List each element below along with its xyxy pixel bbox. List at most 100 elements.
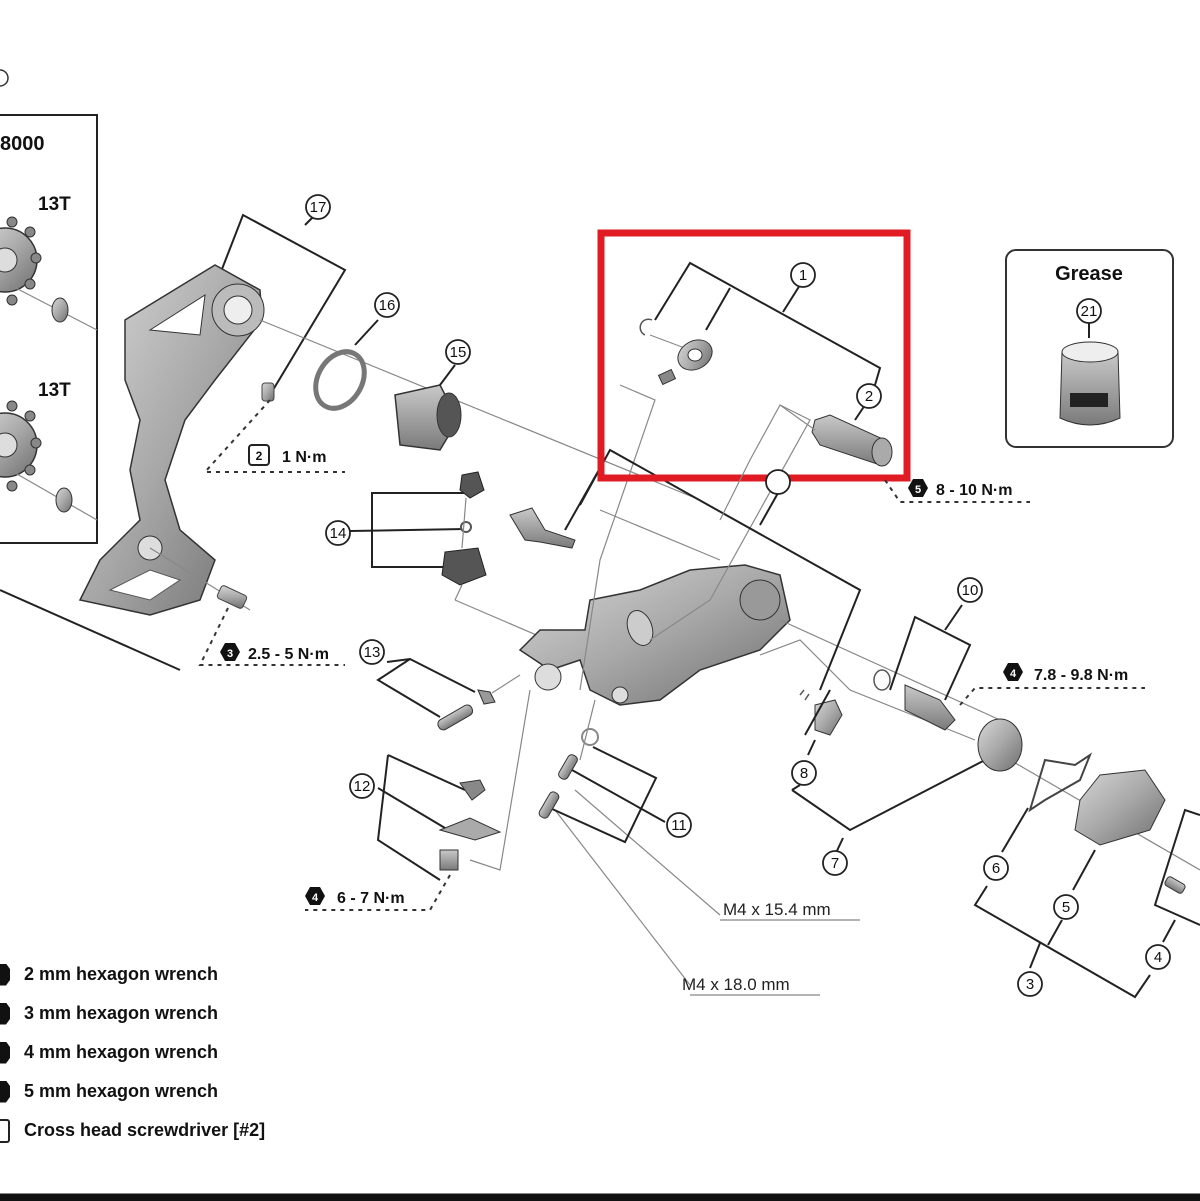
o-ring-icon [873,669,891,691]
tool-legend: 2 mm hexagon wrench 3 mm hexagon wrench … [0,955,265,1150]
callout-21: 21 [1076,298,1102,324]
callout-circle [1053,894,1079,920]
plate-washer-icon [438,817,502,841]
highlight-box [597,229,911,482]
callout-number: 2 [865,388,873,405]
torque-spec-pulley-bolt: 3 2.5 - 5 N·m [198,607,345,666]
torque-spec-10: 4 7.8 - 9.8 N·m [959,663,1145,706]
callout-10: 10 [957,577,983,603]
callout-number: 10 [962,582,979,599]
callout-5: 5 [1053,894,1079,920]
callout-number: 15 [450,344,467,361]
pin-icon [437,704,474,731]
gasket-icon [1028,752,1093,813]
hex-wrench-icon [908,479,928,497]
callout-number: 12 [354,778,371,795]
callout-number: 8 [800,765,808,782]
callout-group-3-upper [579,448,862,691]
callout-15: 15 [445,339,471,365]
cover-screw-icon [1164,876,1186,894]
pulley-label-bottom: 13T [38,380,71,401]
callout-group-11 [538,728,666,844]
callout-1: 1 [790,262,816,288]
o-ring-icon [460,521,472,533]
pulley-washer-icon [51,297,69,323]
callout-7: 7 [822,850,848,876]
callout-number: 3 [1026,976,1034,993]
torque-value: 8 - 10 N·m [936,482,1012,499]
torque-spec-2: 5 8 - 10 N·m [884,479,1030,503]
hex-wrench-icon [0,963,10,986]
callout-circle [349,773,375,799]
callout-circle [790,262,816,288]
partial-callout-icon [0,69,9,87]
torque-spec-12: 4 6 - 7 N·m [305,874,451,911]
hex-wrench-icon [0,1041,10,1064]
clutch-unit-icon [977,718,1023,772]
torque-value: 7.8 - 9.8 N·m [1034,667,1128,684]
torque-spec-17: 2 1 N·m [202,399,345,473]
screw-spec-15-4: M4 x 15.4 mm [723,900,831,919]
callout-17: 17 [305,194,331,220]
callout-number: 14 [330,525,347,542]
torque-value: 1 N·m [282,449,326,466]
return-spring-icon [394,364,462,451]
callout-16: 16 [374,292,400,318]
callout-circle [325,520,351,546]
screw-icon [558,754,578,780]
callout-number: 1 [799,267,807,284]
screw-icon [538,791,560,819]
callout-13: 13 [359,639,385,665]
callout-circle [856,383,882,409]
callout-2: 2 [856,383,882,409]
callout-4: 4 [1145,944,1171,970]
svg-text:4: 4 [1010,668,1017,680]
callout-12: 12 [349,773,375,799]
callout-8: 8 [791,760,817,786]
legend-item: 3 mm hexagon wrench [0,994,265,1033]
hex-wrench-icon [220,643,240,661]
callout-obscured [765,469,791,495]
legend-item: 4 mm hexagon wrench [0,1033,265,1072]
callout-number: 7 [831,855,839,872]
stopper-plate-icon [441,547,487,586]
callout-group-8-7 [791,689,986,856]
pulley-top-icon [0,216,42,306]
torque-value: 6 - 7 N·m [337,890,405,907]
callout-circle [374,292,400,318]
clutch-cover-icon [1074,769,1166,846]
callout-circle [1145,944,1171,970]
legend-item: Cross head screwdriver [#2] [0,1111,265,1150]
torque-value: 2.5 - 5 N·m [248,646,329,663]
screw-spec-labels: M4 x 15.4 mm M4 x 18.0 mm [682,900,860,996]
grease-box: Grease [1005,249,1174,448]
callout-6: 6 [983,855,1009,881]
hex-wrench-icon [1003,663,1023,681]
tension-clip-icon [313,319,379,411]
callout-3: 3 [1017,971,1043,997]
callout-group-13 [376,657,521,731]
callout-number: 21 [1081,303,1098,320]
cable-fixing-bolt-icon [439,849,459,871]
callout-group-1 [639,261,882,386]
svg-text:4: 4 [312,892,319,904]
pulley-cage-icon [78,264,265,616]
callout-group-3-lower [973,718,1200,999]
callout-group-2 [719,404,893,521]
callout-circle [666,812,692,838]
callout-number: 4 [1154,949,1162,966]
screw-spec-18-0: M4 x 18.0 mm [682,975,790,994]
bottom-border [0,1193,1200,1201]
svg-text:5: 5 [915,484,921,496]
cross-head-screwdriver-icon [248,444,270,466]
pulley-bottom-icon [0,400,42,492]
svg-text:3: 3 [227,648,233,660]
washer-icon [477,689,496,705]
legend-item: 2 mm hexagon wrench [0,955,265,994]
callout-circle [983,855,1009,881]
bushing-icon [459,779,486,801]
grease-jar-icon [1059,341,1121,426]
callout-circle [822,850,848,876]
guide-lines [469,384,1200,986]
